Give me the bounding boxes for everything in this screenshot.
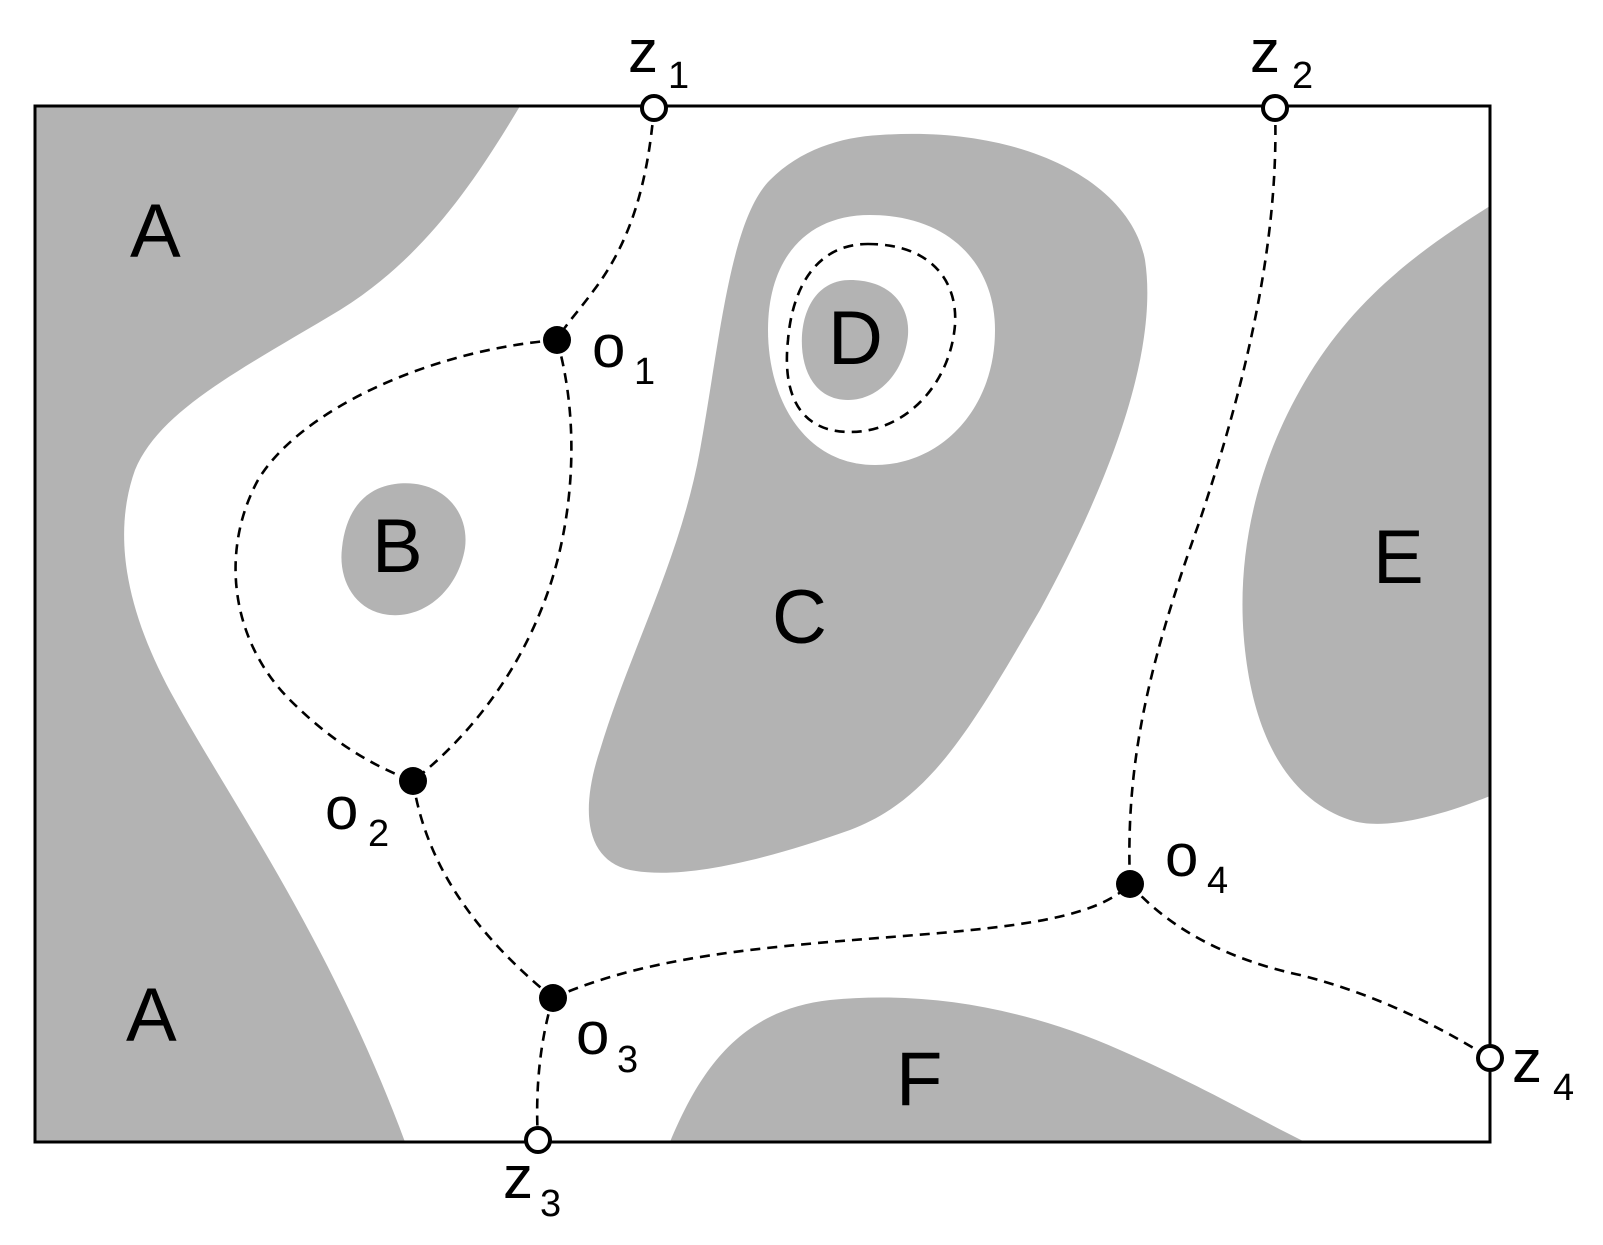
point-z3 <box>524 1126 552 1154</box>
label-o4-symbol: o <box>1165 822 1198 889</box>
region-label-a-bottom: A <box>126 973 177 1058</box>
label-o2: o 2 <box>325 775 389 855</box>
path-o4-z4 <box>1129 883 1491 1060</box>
label-z4: z 4 <box>1512 1028 1574 1109</box>
label-z1-subscript: 1 <box>668 55 689 97</box>
region-f-shape <box>670 997 1305 1142</box>
point-o2 <box>399 767 427 795</box>
label-z3-subscript: 3 <box>540 1183 561 1225</box>
point-z1 <box>640 94 668 122</box>
region-label-b: B <box>372 504 423 589</box>
label-z2-symbol: z <box>1250 18 1280 85</box>
label-z4-symbol: z <box>1512 1028 1542 1095</box>
label-o4: o 4 <box>1165 822 1228 902</box>
region-b-shape <box>341 483 466 616</box>
label-o2-symbol: o <box>325 775 358 842</box>
label-z2: z 2 <box>1250 18 1313 97</box>
path-o1-o2-left <box>234 338 558 783</box>
region-c-shape <box>588 133 1148 873</box>
path-o3-z3 <box>535 997 555 1141</box>
path-o2-o3 <box>411 780 554 1000</box>
label-o2-subscript: 2 <box>368 813 389 855</box>
diagram-border <box>33 104 1492 1144</box>
region-label-a-top: A <box>130 189 181 274</box>
label-o4-subscript: 4 <box>1207 860 1228 902</box>
path-o3-o4 <box>552 883 1131 1000</box>
point-o4 <box>1116 870 1144 898</box>
path-o1-o2-right <box>412 339 573 783</box>
point-z2 <box>1261 94 1289 122</box>
label-o1-symbol: o <box>592 313 625 380</box>
label-o1: o 1 <box>592 313 655 393</box>
region-a-shape <box>35 106 520 1142</box>
label-z3-symbol: z <box>503 1144 533 1211</box>
region-label-f: F <box>896 1037 942 1122</box>
path-z1-o1 <box>555 107 656 341</box>
label-z4-subscript: 4 <box>1553 1067 1574 1109</box>
label-z1-symbol: z <box>628 18 658 85</box>
region-label-e: E <box>1373 515 1424 600</box>
point-z4 <box>1476 1044 1504 1072</box>
region-label-c: C <box>772 575 827 660</box>
label-o3-symbol: o <box>576 1000 609 1067</box>
label-o3-subscript: 3 <box>617 1039 638 1081</box>
label-z3: z 3 <box>503 1144 561 1225</box>
path-z2-o4 <box>1128 107 1277 885</box>
region-label-d: D <box>828 296 883 381</box>
point-o1 <box>543 326 571 354</box>
label-o3: o 3 <box>576 1000 638 1081</box>
point-o3 <box>539 984 567 1012</box>
label-z2-subscript: 2 <box>1292 55 1313 97</box>
region-d-shape <box>801 280 909 400</box>
region-e-shape <box>1242 206 1490 824</box>
label-z1: z 1 <box>628 18 689 97</box>
label-o1-subscript: 1 <box>634 351 655 393</box>
